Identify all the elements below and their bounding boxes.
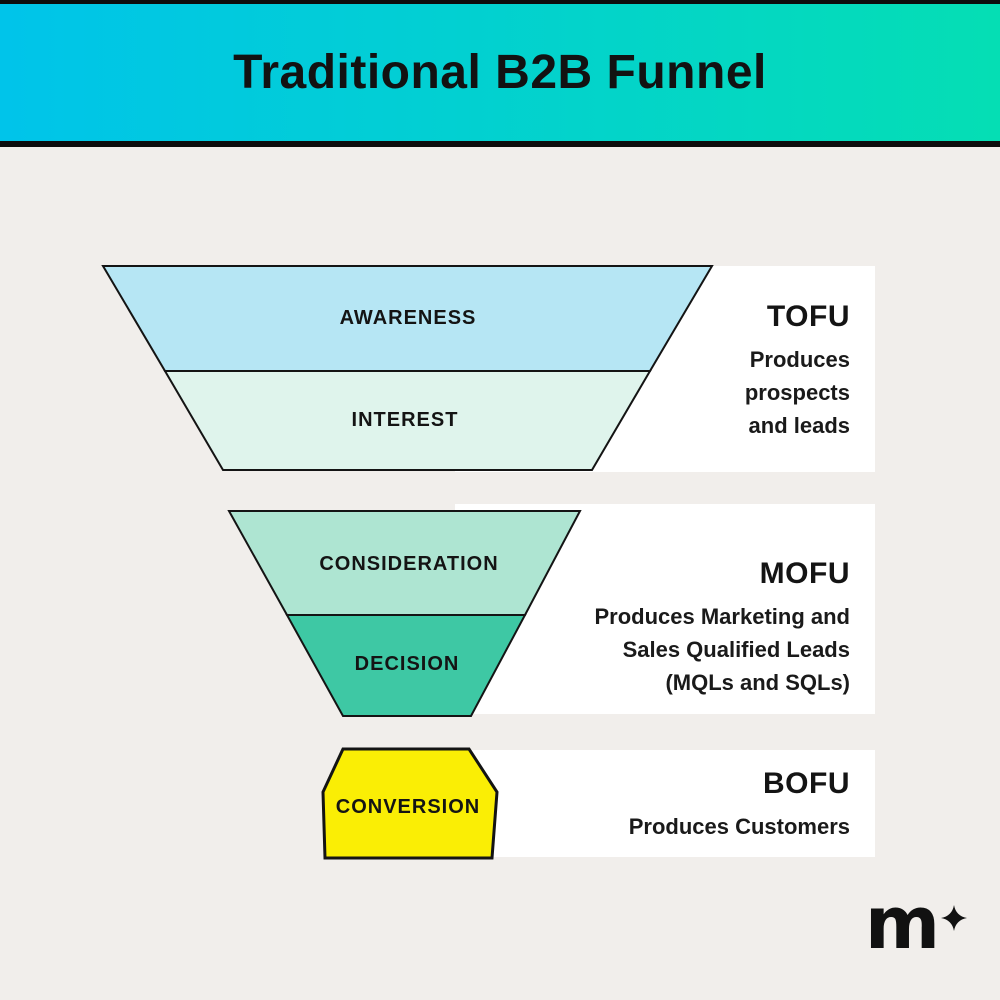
panel-mofu-line: Sales Qualified Leads [622, 636, 850, 662]
funnel-stage-conversion [321, 747, 499, 860]
logo-letter-m: m [864, 881, 940, 965]
page-title: Traditional B2B Funnel [233, 46, 767, 99]
panel-bofu-title: BOFU [763, 767, 850, 800]
panel-mofu-line: Produces Marketing and [594, 603, 850, 629]
funnel-stage-interest [163, 370, 652, 471]
brand-logo: m [864, 881, 967, 965]
stage-label-decision: DECISION [355, 653, 460, 675]
panel-tofu-line: prospects [744, 379, 850, 405]
panel-tofu-title: TOFU [766, 299, 850, 333]
header-banner: Traditional B2B Funnel [0, 0, 1000, 147]
sparkle-icon [941, 905, 967, 931]
panel-mofu-title: MOFU [759, 556, 850, 590]
stage-label-conversion: CONVERSION [336, 796, 480, 818]
panel-bofu: BOFU Produces Customers [455, 750, 875, 857]
panel-mofu-line: (MQLs and SQLs) [665, 669, 850, 695]
panel-bofu-line: Produces Customers [628, 814, 850, 839]
stage-label-awareness: AWARENESS [340, 307, 477, 329]
stage-label-consideration: CONSIDERATION [319, 553, 498, 575]
funnel-stage-decision [285, 614, 527, 717]
panel-tofu-line: and leads [748, 412, 850, 438]
panel-tofu-line: Produces [749, 346, 850, 372]
stage-label-interest: INTEREST [352, 409, 459, 431]
